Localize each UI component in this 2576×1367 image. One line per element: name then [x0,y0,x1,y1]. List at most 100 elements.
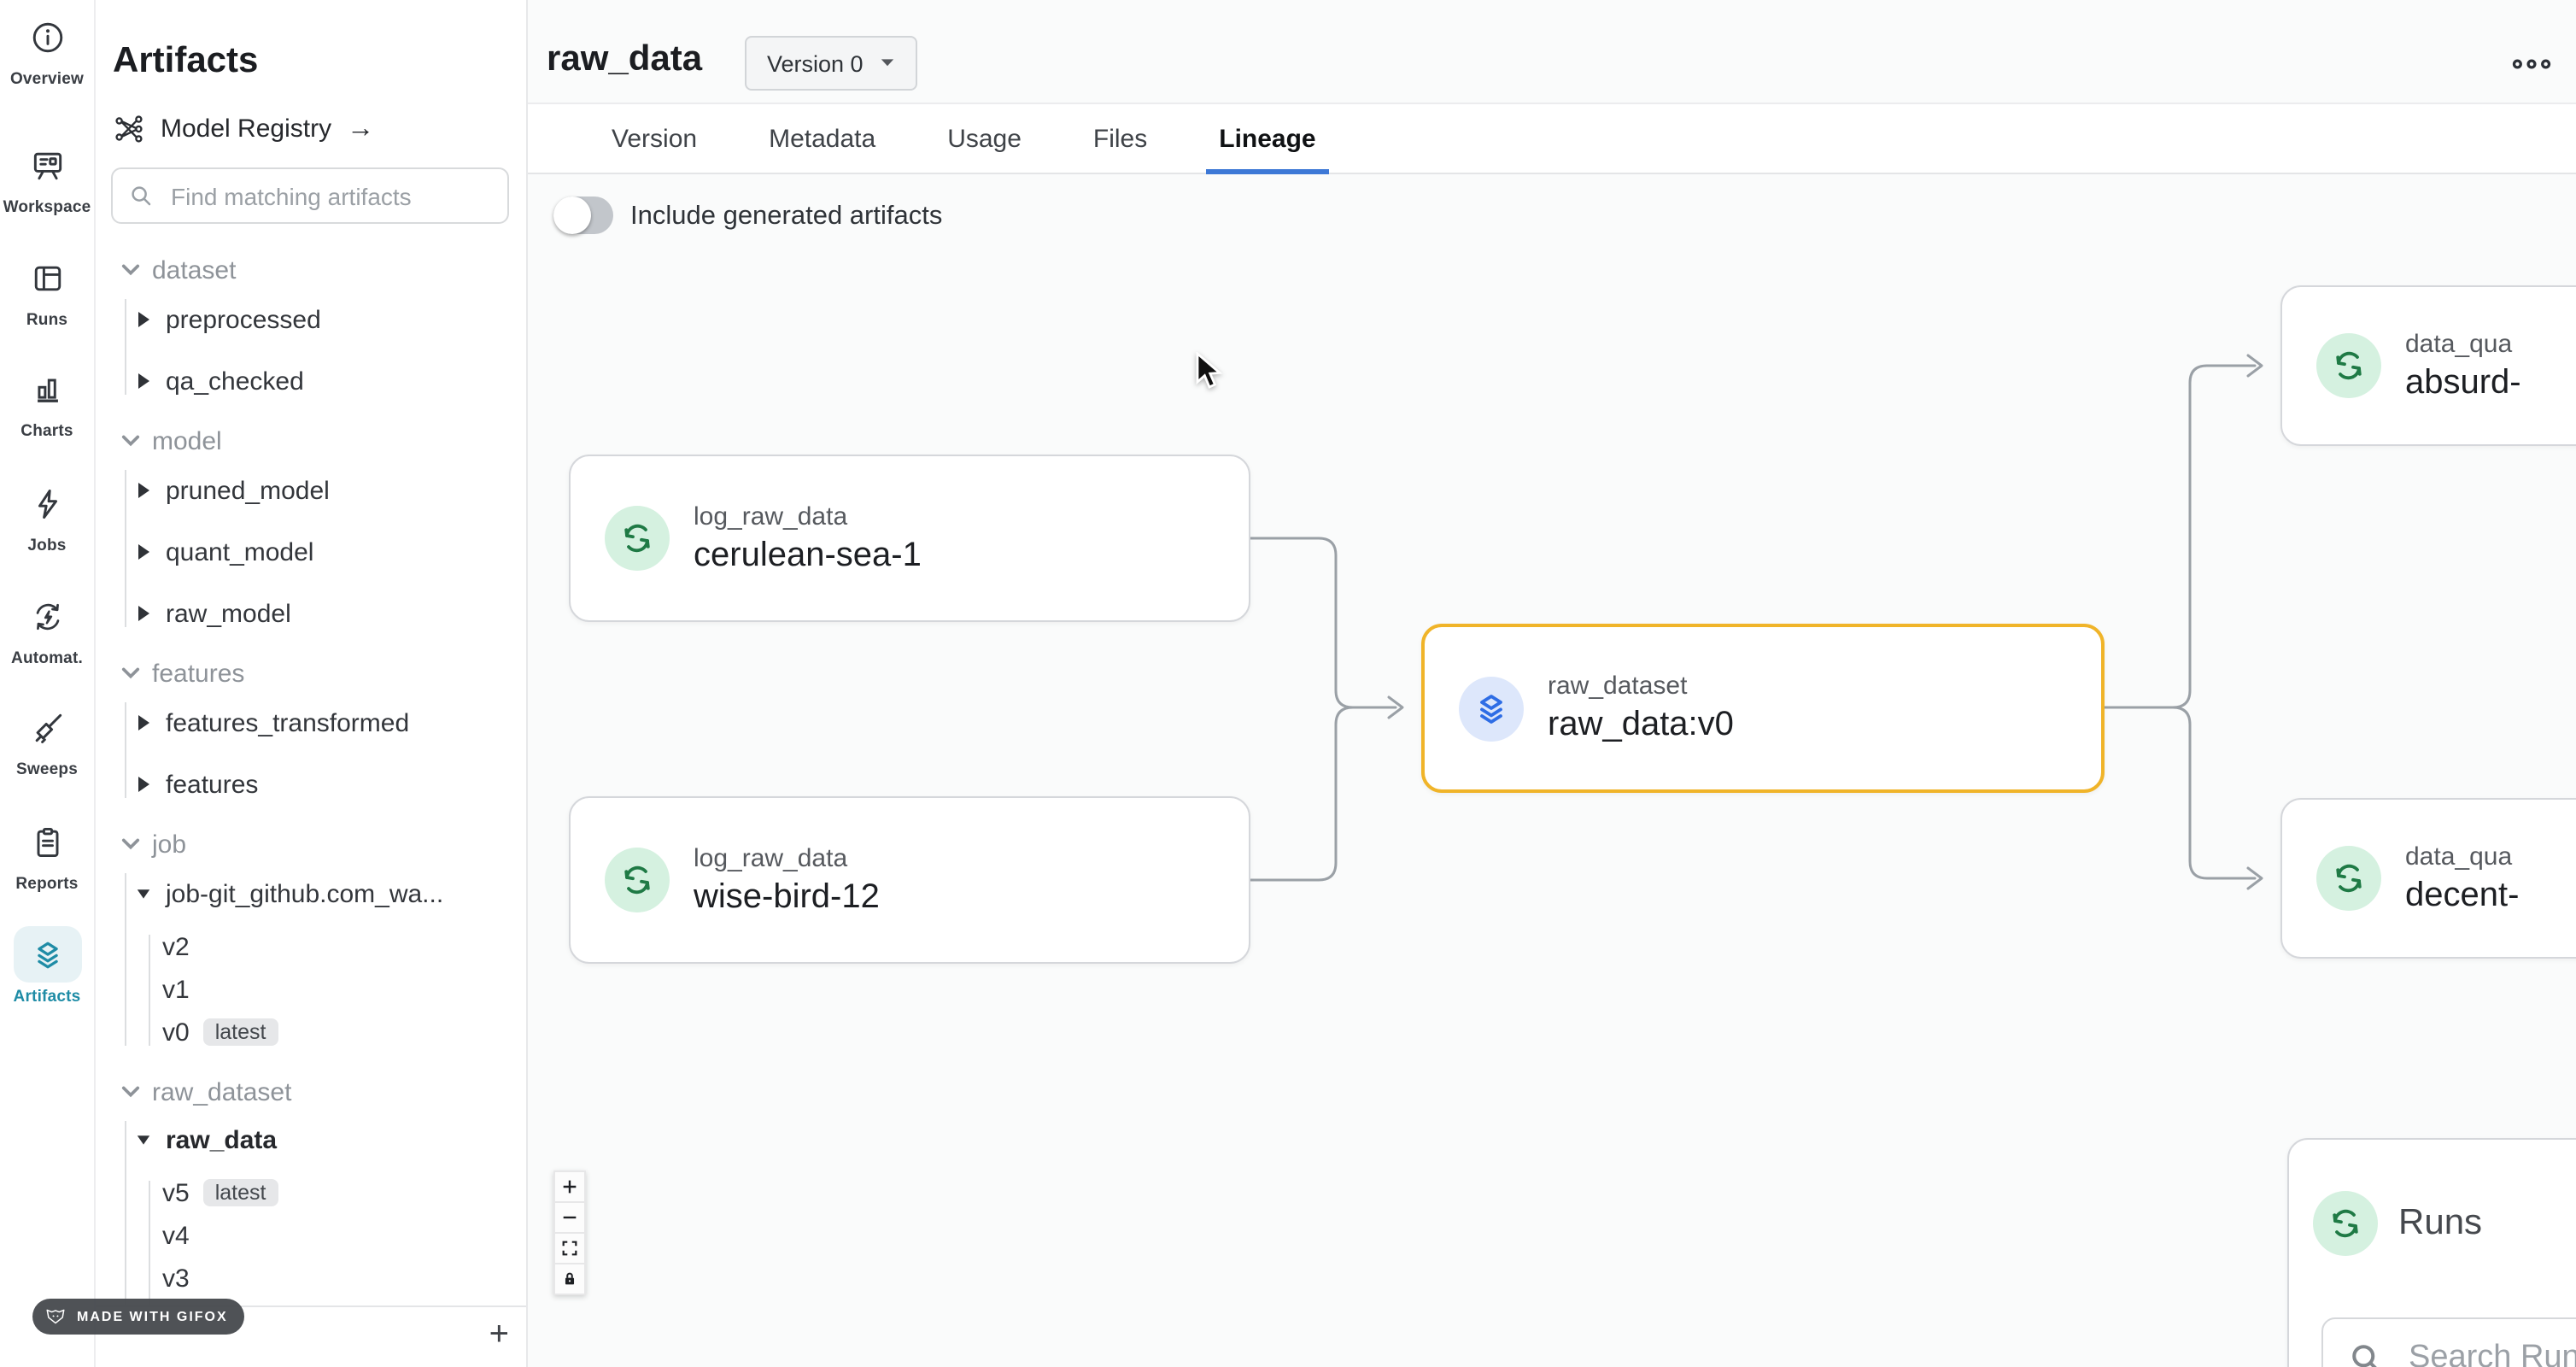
version-row[interactable]: v2 [162,932,190,961]
rail-item-label: Overview [9,70,85,89]
artifact-search-box[interactable] [111,167,509,224]
zoom-out-button[interactable] [553,1203,586,1234]
tree-item[interactable]: pruned_model [137,473,526,507]
tab-version[interactable]: Version [612,124,698,153]
triangle-right-icon [138,312,149,327]
lineage-node-artifact-selected[interactable]: raw_dataset raw_data:v0 [1421,624,2105,793]
rail-item-charts[interactable]: Charts [0,361,94,441]
node-job-label: data_qua [2405,842,2513,871]
run-sync-icon [2316,846,2381,911]
lineage-edges [1249,354,2263,890]
lock-button[interactable] [553,1264,586,1295]
rail-item-artifacts[interactable]: Artifacts [0,926,94,1006]
rail-item-label: Jobs [27,537,67,555]
lineage-node-run[interactable]: log_raw_data cerulean-sea-1 [569,455,1250,622]
run-sync-icon [605,506,670,571]
rail-item-sweeps[interactable]: Sweeps [0,699,94,779]
tree-section-header[interactable]: dataset [121,253,526,287]
run-sync-icon [2316,333,2381,398]
more-options-button[interactable] [2511,50,2552,80]
nav-rail: Overview Workspace Runs Charts Jobs Auto [0,0,96,1367]
chevron-down-icon [121,264,140,276]
include-generated-toggle[interactable] [553,197,613,234]
tree-item[interactable]: preprocessed [137,302,526,337]
artifact-search-input[interactable] [167,180,492,211]
chevron-down-icon [121,838,140,850]
model-registry-icon [115,115,143,143]
tree-section-header[interactable]: features [121,656,526,690]
rail-item-label: Reports [15,875,79,894]
rail-item-workspace[interactable]: Workspace [0,137,94,217]
triangle-right-icon [138,373,149,389]
rail-item-jobs[interactable]: Jobs [0,475,94,555]
node-run-name: absurd- [2405,363,2521,401]
tab-files[interactable]: Files [1092,124,1148,153]
artifact-header: raw_data Version 0 [526,0,2576,103]
version-row[interactable]: v1 [162,975,190,1004]
model-registry-label: Model Registry [161,114,332,144]
tree-section-dataset: dataset preprocessed qa_checked [94,253,526,398]
tree-item[interactable]: features_transformed [137,706,526,740]
lineage-node-run[interactable]: data_qua decent- [2280,798,2576,959]
tree-item[interactable]: features [137,767,526,801]
version-row[interactable]: v3 [162,1264,190,1293]
artifact-tabs: Version Metadata Usage Files Lineage [526,103,2576,174]
triangle-down-icon [137,889,150,899]
rail-item-overview[interactable]: Overview [0,9,94,89]
tree-item-expanded[interactable]: job-git_github.com_wa... [137,877,526,911]
artifacts-sidebar: Artifacts Model Registry → dataset prepr… [94,0,528,1367]
tab-metadata[interactable]: Metadata [769,124,876,153]
caret-down-icon [881,59,894,67]
rail-item-label: Automat. [11,649,83,668]
tree-section-header[interactable]: model [121,424,526,458]
runs-search-input[interactable] [2405,1338,2576,1367]
info-icon [13,9,81,65]
node-artifact-name: raw_data:v0 [1548,706,1734,743]
lineage-node-run[interactable]: data_qua absurd- [2280,285,2576,446]
tree-section-features: features features_transformed features [94,656,526,801]
triangle-right-icon [138,777,149,792]
zoom-in-button[interactable] [553,1170,586,1203]
search-icon [2352,1345,2377,1367]
layers-icon [13,926,81,983]
lightning-icon [13,475,81,531]
tree-item[interactable]: qa_checked [137,364,526,398]
node-job-label: log_raw_data [694,502,848,531]
version-dropdown[interactable]: Version 0 [745,36,918,91]
rail-item-automations[interactable]: Automat. [0,588,94,668]
version-row[interactable]: v4 [162,1221,190,1250]
triangle-right-icon [138,483,149,498]
runs-search-box[interactable] [2321,1317,2576,1367]
toggle-knob [553,197,591,234]
chevron-down-icon [121,667,140,679]
rail-item-runs[interactable]: Runs [0,249,94,330]
bar-chart-icon [13,361,81,417]
tree-section-header[interactable]: raw_dataset [121,1075,526,1109]
lineage-node-run[interactable]: log_raw_data wise-bird-12 [569,796,1250,964]
rail-item-reports[interactable]: Reports [0,813,94,894]
lineage-canvas[interactable]: Include generated artifacts log_raw_data… [526,176,2576,1367]
tree-section-header[interactable]: job [121,827,526,861]
triangle-right-icon [138,715,149,730]
tree-item[interactable]: quant_model [137,535,526,569]
tab-usage[interactable]: Usage [947,124,1022,153]
broom-icon [13,699,81,755]
tree-item[interactable]: raw_model [137,596,526,631]
fit-view-button[interactable] [553,1234,586,1264]
chevron-down-icon [121,1086,140,1098]
toggle-label: Include generated artifacts [630,202,943,231]
tree-item-raw-data[interactable]: raw_data [137,1123,526,1157]
runs-panel: Runs [2287,1138,2576,1367]
model-registry-link[interactable]: Model Registry → [113,113,374,145]
node-job-label: data_qua [2405,329,2513,358]
fox-icon [46,1309,65,1324]
clipboard-icon [13,813,81,870]
rail-item-label: Workspace [3,198,91,217]
add-artifact-button[interactable]: + [489,1316,509,1353]
tab-lineage[interactable]: Lineage [1205,104,1330,174]
